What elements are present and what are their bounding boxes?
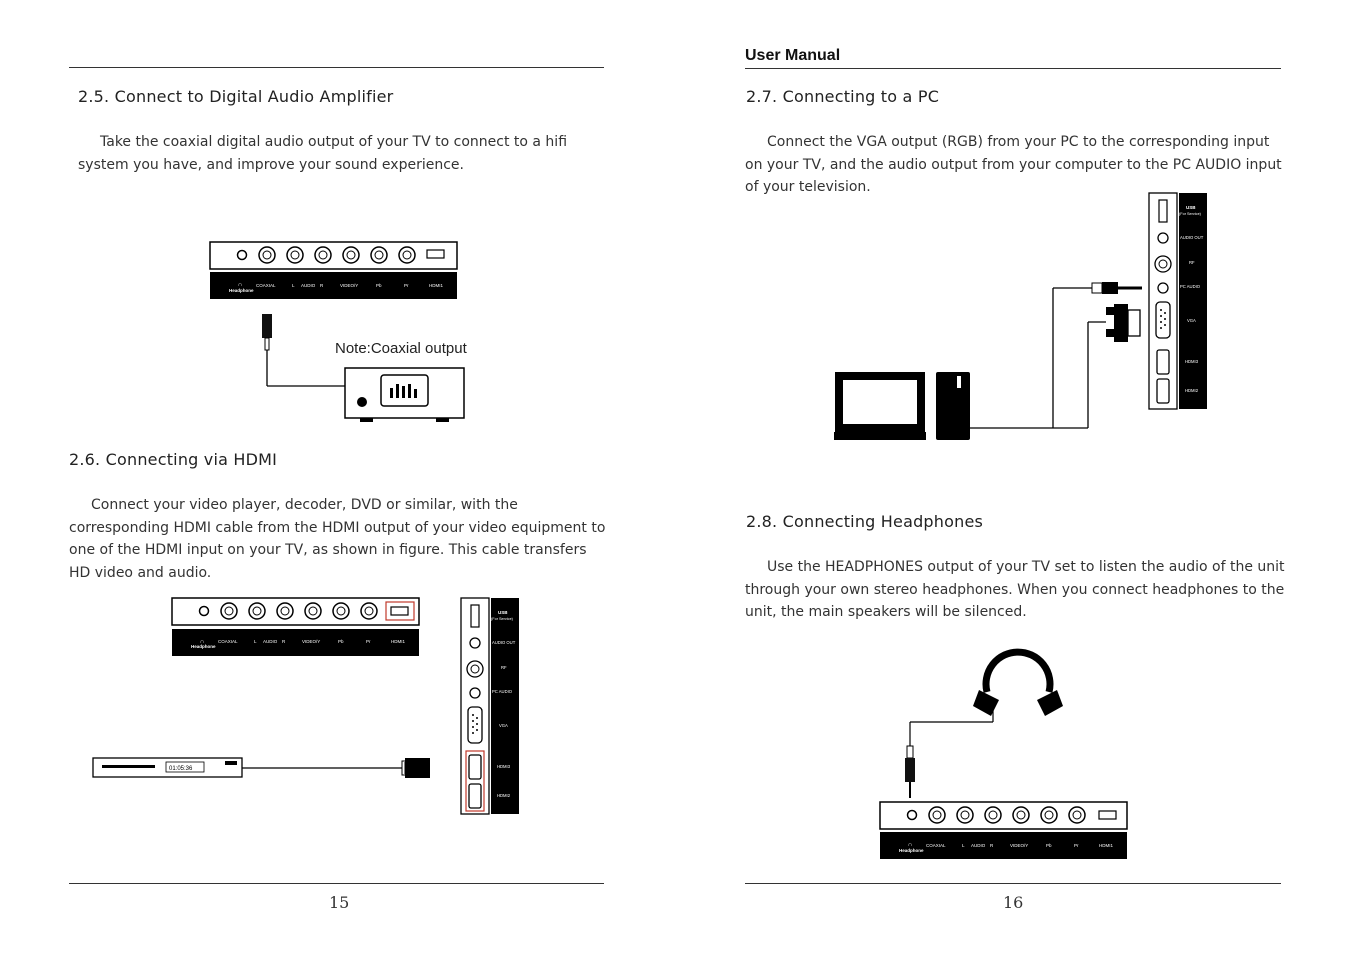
pc-connection-diagram xyxy=(834,282,1142,440)
label-audio: AUDIO xyxy=(263,639,278,644)
label-pb: Pb xyxy=(376,283,382,288)
page-number-right: 16 xyxy=(1003,893,1024,912)
svg-text:∩: ∩ xyxy=(238,282,242,288)
label-r: R xyxy=(320,283,324,288)
label-vga: VGA xyxy=(1187,318,1196,323)
top-rule-right xyxy=(745,68,1281,69)
bottom-rule-right xyxy=(745,883,1281,884)
label-audio-out: AUDIO OUT xyxy=(492,640,516,645)
section-body-2-5: Take the coaxial digital audio output of… xyxy=(78,134,568,173)
bottom-rule-left xyxy=(69,883,604,884)
label-video: VIDEO/Y xyxy=(340,283,358,288)
label-pb: Pb xyxy=(338,639,344,644)
label-hdmi3: HDMI3 xyxy=(497,764,511,769)
side-panel-pc: USB (For Service) AUDIO OUT RF PC AUDIO … xyxy=(1148,192,1207,410)
label-headphone: Headphone xyxy=(229,288,254,293)
top-rule-left xyxy=(69,67,604,68)
section-body-2-6: Connect your video player, decoder, DVD … xyxy=(69,497,606,581)
label-video: VIDEO/Y xyxy=(302,639,320,644)
label-headphone: Headphone xyxy=(191,644,216,649)
label-pc-audio: PC AUDIO xyxy=(1180,284,1201,289)
label-usb: USB xyxy=(498,610,508,615)
label-video: VIDEO/Y xyxy=(1010,843,1028,848)
coaxial-note: Note:Coaxial output xyxy=(335,340,467,357)
label-coaxial: COAXIAL xyxy=(926,843,946,848)
label-r: R xyxy=(990,843,994,848)
label-headphone: Headphone xyxy=(899,848,924,853)
label-hdmi1: HDMI1 xyxy=(391,639,405,644)
label-coaxial: COAXIAL xyxy=(256,283,276,288)
label-hdmi1: HDMI1 xyxy=(429,283,443,288)
section-title-2-6: 2.6. Connecting via HDMI xyxy=(69,450,278,469)
label-rf: RF xyxy=(501,665,507,670)
section-title-2-7: 2.7. Connecting to a PC xyxy=(746,87,940,106)
label-audio: AUDIO xyxy=(971,843,986,848)
section-title-2-8: 2.8. Connecting Headphones xyxy=(746,512,984,531)
label-usb-sub: (For Service) xyxy=(1179,212,1202,216)
label-audio-out: AUDIO OUT xyxy=(1180,235,1204,240)
label-pr: Pr xyxy=(366,639,371,644)
label-usb: USB xyxy=(1186,205,1196,210)
svg-text:∩: ∩ xyxy=(200,639,204,645)
label-pr: Pr xyxy=(404,283,409,288)
label-rf: RF xyxy=(1189,260,1195,265)
label-hdmi3: HDMI3 xyxy=(1185,359,1199,364)
label-usb-sub: (For Service) xyxy=(491,617,514,621)
player-display: 01:05:36 xyxy=(169,766,193,772)
label-hdmi2: HDMI2 xyxy=(1185,388,1199,393)
section-title-2-5: 2.5. Connect to Digital Audio Amplifier xyxy=(78,87,394,106)
label-pr: Pr xyxy=(1074,843,1079,848)
section-body-2-7: Connect the VGA output (RGB) from your P… xyxy=(745,134,1282,195)
label-pb: Pb xyxy=(1046,843,1052,848)
label-pc-audio: PC AUDIO xyxy=(492,689,513,694)
label-l: L xyxy=(292,283,295,288)
label-l: L xyxy=(962,843,965,848)
headphones-connection-diagram: ∩ Headphone COAXIAL L AUDIO R VIDEO/Y Pb… xyxy=(879,648,1128,859)
side-panel-hdmi: USB (For Service) AUDIO OUT RF PC AUDIO … xyxy=(460,597,519,815)
coaxial-connection-diagram: ∩ Headphone COAXIAL L AUDIO R VIDEO/Y Pb… xyxy=(209,241,465,422)
svg-text:∩: ∩ xyxy=(908,842,912,848)
label-l: L xyxy=(254,639,257,644)
section-body-2-8: Use the HEADPHONES output of your TV set… xyxy=(745,559,1285,620)
label-audio: AUDIO xyxy=(301,283,316,288)
label-hdmi1: HDMI1 xyxy=(1099,843,1113,848)
label-hdmi2: HDMI2 xyxy=(497,793,511,798)
hdmi-connection-diagram: ∩ Headphone COAXIAL L AUDIO R VIDEO/Y Pb… xyxy=(92,597,430,778)
label-coaxial: COAXIAL xyxy=(218,639,238,644)
page-number-left: 15 xyxy=(329,893,350,912)
running-header: User Manual xyxy=(745,47,841,64)
label-vga: VGA xyxy=(499,723,508,728)
label-r: R xyxy=(282,639,286,644)
